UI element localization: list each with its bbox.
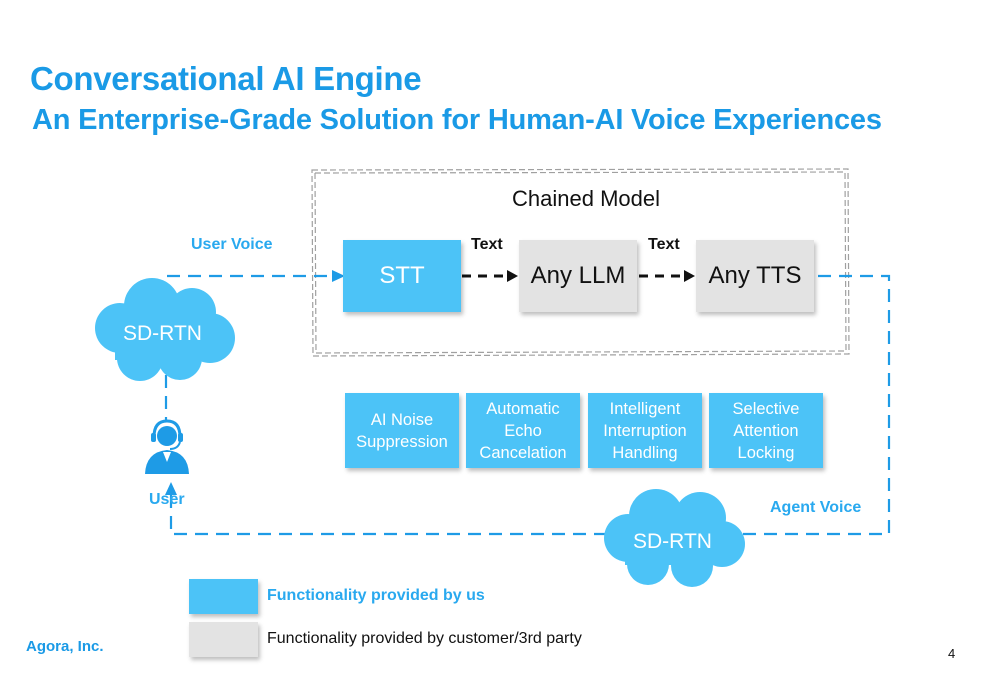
page-number: 4	[948, 646, 956, 661]
feature-automatic-echo-cancelation: Automatic Echo Cancelation	[466, 393, 580, 468]
feature-intelligent-interruption-handling: Intelligent Interruption Handling	[588, 393, 702, 468]
stt-to-llm-arrowhead	[507, 270, 518, 282]
page-subtitle: An Enterprise-Grade Solution for Human-A…	[32, 104, 882, 136]
stt-to-llm-label: Text	[471, 236, 503, 253]
chained-model-label: Chained Model	[512, 186, 660, 211]
llm-node: Any LLM	[519, 240, 637, 312]
legend-label-ours: Functionality provided by us	[267, 587, 485, 604]
page-title: Conversational AI Engine	[30, 60, 422, 97]
legend-swatch-customer	[189, 622, 258, 657]
agent-voice-label: Agent Voice	[770, 499, 862, 516]
legend-label-customer: Functionality provided by customer/3rd p…	[267, 630, 582, 647]
user-voice-label: User Voice	[191, 236, 273, 253]
sd-rtn-cloud-bottom	[604, 489, 745, 587]
user-headset-icon	[145, 419, 189, 474]
arrow-into-user	[165, 482, 177, 495]
legend-swatch-ours	[189, 579, 258, 614]
llm-to-tts-label: Text	[648, 236, 680, 253]
feature-ai-noise-suppression: AI Noise Suppression	[345, 393, 459, 468]
sd-rtn-left-label: SD-RTN	[123, 322, 202, 345]
sd-rtn-bottom-label: SD-RTN	[633, 530, 712, 553]
footer-company: Agora, Inc.	[26, 638, 104, 655]
sd-rtn-cloud-left	[95, 278, 235, 381]
feature-selective-attention-locking: Selective Attention Locking	[709, 393, 823, 468]
chained-model-frame	[311, 168, 850, 357]
user-label: User	[149, 491, 185, 508]
stt-node: STT	[343, 240, 461, 312]
arrow-into-stt	[332, 270, 345, 282]
llm-to-tts-arrowhead	[684, 270, 695, 282]
tts-node: Any TTS	[696, 240, 814, 312]
